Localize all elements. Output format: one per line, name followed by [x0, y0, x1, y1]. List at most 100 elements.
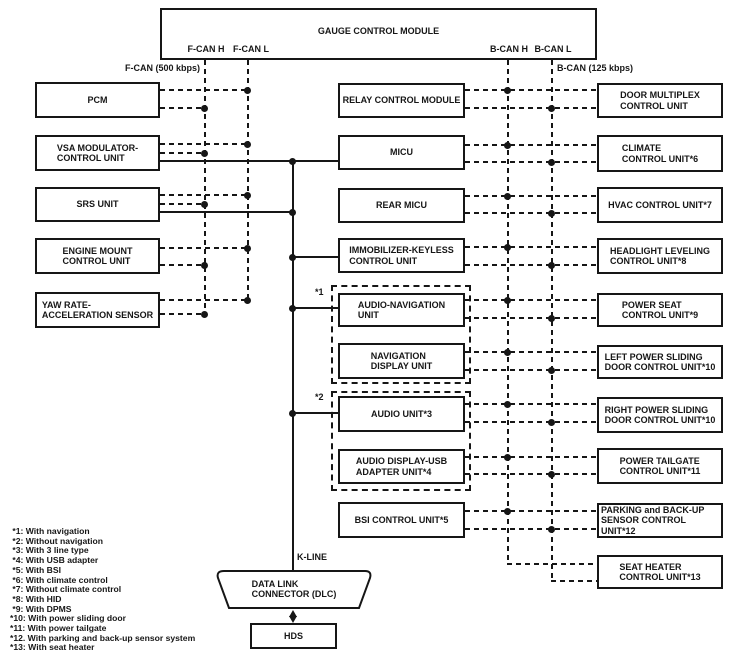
dashed-connector	[465, 456, 597, 458]
junction-dot	[289, 410, 296, 417]
footnote-line: *13: With seat heater	[10, 642, 95, 653]
node-audio-unit: AUDIO UNIT*3	[338, 396, 465, 432]
footnote-line: *10: With power sliding door	[10, 613, 126, 624]
arrow-down-icon	[289, 616, 297, 623]
junction-dot	[548, 262, 555, 269]
solid-connector	[160, 211, 293, 213]
dashed-connector	[465, 107, 597, 109]
node-hvac-control-unit: HVAC CONTROL UNIT*7	[597, 187, 723, 223]
junction-dot	[504, 454, 511, 461]
junction-dot	[504, 244, 511, 251]
junction-dot	[201, 262, 208, 269]
dashed-connector	[507, 563, 597, 565]
junction-dot	[244, 192, 251, 199]
junction-dot	[548, 419, 555, 426]
dashed-connector	[465, 89, 597, 91]
node-left-power-sliding-door-control-unit: LEFT POWER SLIDING DOOR CONTROL UNIT*10	[597, 345, 723, 379]
junction-dot	[504, 401, 511, 408]
junction-dot	[548, 210, 555, 217]
group-without-navigation	[331, 391, 471, 491]
pin-label-fcan-l: F-CAN L	[233, 44, 269, 54]
node-relay-control-module: RELAY CONTROL MODULE	[338, 83, 465, 118]
k-line-label: K-LINE	[297, 552, 327, 562]
node-pcm: PCM	[35, 82, 160, 118]
junction-dot	[201, 201, 208, 208]
dashed-connector	[160, 143, 250, 145]
dashed-connector	[465, 264, 597, 266]
node-vsa-modulator-control-unit: VSA MODULATOR- CONTROL UNIT	[35, 135, 160, 171]
footnote-line: *5: With BSI	[10, 564, 62, 575]
dashed-connector	[465, 528, 597, 530]
solid-connector	[160, 160, 338, 162]
dashed-connector	[465, 473, 597, 475]
node-audio-display-usb-adapter-unit: AUDIO DISPLAY-USB ADAPTER UNIT*4	[338, 449, 465, 484]
footnote-line: *12. With parking and back-up sensor sys…	[10, 632, 196, 643]
node-yaw-rate-acceleration-sensor: YAW RATE- ACCELERATION SENSOR	[35, 292, 160, 328]
junction-dot	[201, 150, 208, 157]
node-navigation-display-unit: NAVIGATION DISPLAY UNIT	[338, 343, 465, 379]
node-power-seat-control-unit: POWER SEAT CONTROL UNIT*9	[597, 293, 723, 327]
node-srs-unit: SRS UNIT	[35, 187, 160, 222]
node-parking-backup-sensor-control-unit: PARKING and BACK-UP SENSOR CONTROL UNIT*…	[597, 503, 723, 538]
dashed-connector	[465, 161, 597, 163]
footnote-line: *8: With HID	[10, 593, 62, 604]
dashed-connector	[465, 317, 597, 319]
node-hds: HDS	[250, 623, 337, 649]
junction-dot	[504, 193, 511, 200]
node-gauge-control-module: GAUGE CONTROL MODULE	[160, 8, 597, 60]
node-seat-heater-control-unit: SEAT HEATER CONTROL UNIT*13	[597, 555, 723, 589]
fcan-l-bus-line	[247, 60, 249, 301]
junction-dot	[289, 158, 296, 165]
fcan-speed-label: F-CAN (500 kbps)	[124, 63, 200, 73]
node-audio-navigation-unit: AUDIO-NAVIGATION UNIT	[338, 293, 465, 327]
dashed-connector	[160, 89, 250, 91]
dashed-connector	[160, 194, 250, 196]
junction-dot	[548, 315, 555, 322]
junction-dot	[289, 209, 296, 216]
dashed-connector	[465, 421, 597, 423]
bcan-speed-label: B-CAN (125 kbps)	[557, 63, 634, 73]
junction-dot	[289, 305, 296, 312]
dashed-connector	[160, 264, 207, 266]
dashed-connector	[160, 247, 250, 249]
gauge-control-module-label: GAUGE CONTROL MODULE	[317, 26, 440, 36]
junction-dot	[548, 526, 555, 533]
solid-connector	[292, 307, 338, 309]
junction-dot	[504, 349, 511, 356]
footnote-line: *7: Without climate control	[10, 584, 122, 595]
node-headlight-leveling-control-unit: HEADLIGHT LEVELING CONTROL UNIT*8	[597, 238, 723, 274]
group-label-with-navigation: *1	[315, 287, 324, 297]
footnote-line: *2: Without navigation	[10, 535, 104, 546]
junction-dot	[504, 142, 511, 149]
dashed-connector	[465, 369, 597, 371]
pin-label-bcan-h: B-CAN H	[490, 44, 528, 54]
arrow-up-icon	[289, 610, 297, 617]
node-engine-mount-control-unit: ENGINE MOUNT CONTROL UNIT	[35, 238, 160, 274]
junction-dot	[244, 297, 251, 304]
dashed-connector	[160, 107, 207, 109]
node-right-power-sliding-door-control-unit: RIGHT POWER SLIDING DOOR CONTROL UNIT*10	[597, 397, 723, 433]
node-rear-micu: REAR MICU	[338, 188, 465, 223]
dashed-connector	[160, 313, 207, 315]
dashed-connector	[465, 212, 597, 214]
pin-label-fcan-h: F-CAN H	[187, 44, 225, 54]
dashed-connector	[465, 403, 597, 405]
fcan-h-bus-line	[204, 60, 206, 315]
dashed-connector	[160, 152, 207, 154]
group-label-without-navigation: *2	[315, 392, 324, 402]
dashed-connector	[465, 510, 597, 512]
junction-dot	[244, 87, 251, 94]
dashed-connector	[465, 144, 597, 146]
junction-dot	[548, 471, 555, 478]
group-with-navigation	[331, 285, 471, 384]
junction-dot	[289, 254, 296, 261]
junction-dot	[504, 508, 511, 515]
k-line-bus	[292, 160, 294, 572]
junction-dot	[504, 297, 511, 304]
dashed-connector	[465, 351, 597, 353]
node-immobilizer-keyless-control-unit: IMMOBILIZER-KEYLESS CONTROL UNIT	[338, 238, 465, 273]
solid-connector	[292, 412, 338, 414]
node-power-tailgate-control-unit: POWER TAILGATE CONTROL UNIT*11	[597, 448, 723, 484]
node-dlc-shape	[216, 570, 372, 609]
